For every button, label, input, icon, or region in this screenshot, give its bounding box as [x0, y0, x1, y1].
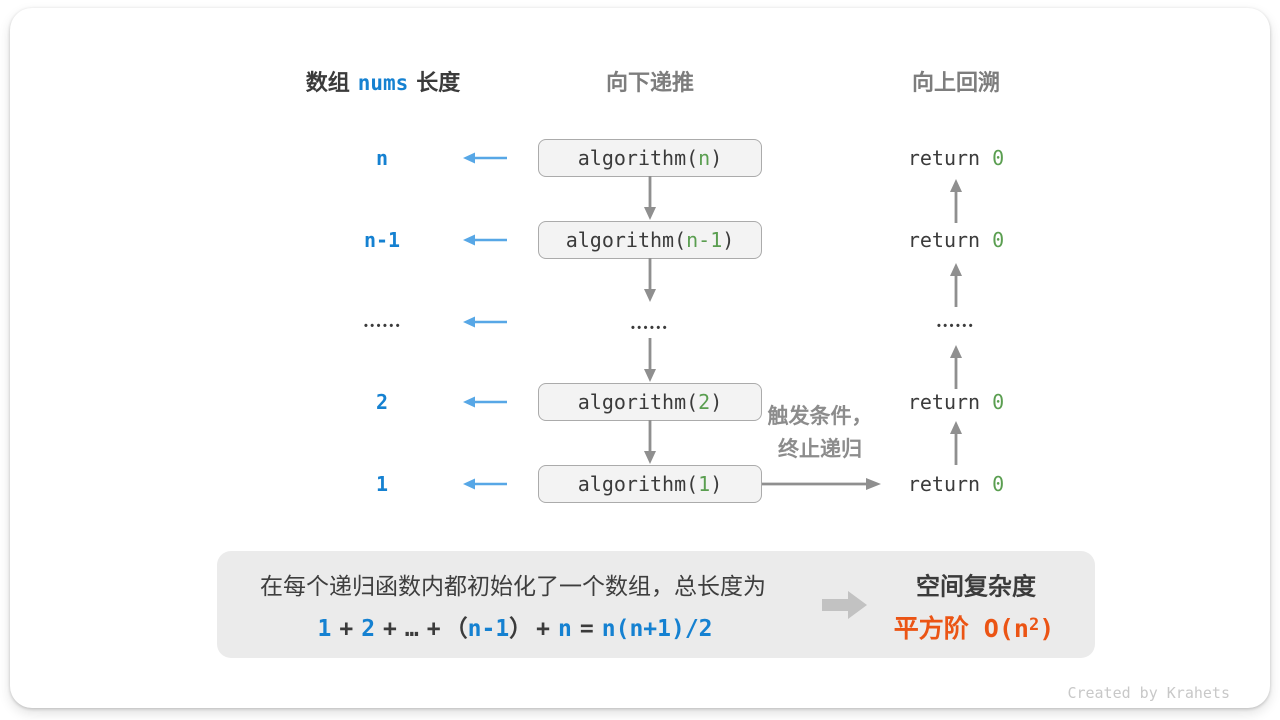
formula-operator: + [383, 616, 397, 642]
arrow-right-icon [762, 478, 881, 490]
header-length-suffix: 长度 [416, 70, 461, 95]
formula-result: n(n+1)/2 [601, 616, 713, 642]
call-fn: algorithm( [577, 146, 699, 170]
left-ellipsis-dots: •••••• [363, 320, 403, 332]
call-box-algorithm-n: algorithm(n) [538, 139, 762, 177]
return-value: 0 [992, 146, 1005, 170]
arrow-left-icon [463, 396, 507, 408]
trigger-condition-line2: 终止递归 [778, 438, 862, 461]
complexity-exponent: 2 [1028, 615, 1040, 635]
complexity-title: 空间复杂度 [916, 573, 1036, 601]
return-statement: return 0 [908, 228, 1004, 252]
formula-term: 2 [361, 616, 376, 642]
summary-text: 在每个递归函数内都初始化了一个数组，总长度为 [260, 573, 766, 599]
return-statement: return 0 [908, 146, 1004, 170]
complexity-value: 平方阶 O(n2) [894, 609, 1055, 645]
call-arg: 2 [698, 390, 711, 414]
arrow-left-icon [463, 152, 507, 164]
call-close: ) [710, 472, 723, 496]
return-keyword: return [907, 146, 993, 170]
formula-ellipsis: … [404, 616, 419, 642]
return-keyword: return [907, 472, 993, 496]
header-array-prefix: 数组 [305, 70, 350, 95]
return-keyword: return [907, 228, 993, 252]
call-box-algorithm-n-1: algorithm(n-1) [538, 221, 762, 259]
call-close: ) [710, 146, 723, 170]
length-label-1: 1 [375, 472, 389, 496]
arrow-up-icon [950, 179, 962, 223]
arrow-left-icon [463, 478, 507, 490]
arrow-up-icon [950, 263, 962, 307]
arrow-down-icon [644, 176, 656, 220]
call-arg: n-1 [686, 228, 723, 252]
arrow-down-icon [644, 258, 656, 302]
return-value: 0 [992, 228, 1005, 252]
column-header-array-length: 数组 nums 长度 [306, 65, 461, 97]
length-label-2: 2 [375, 390, 389, 414]
column-header-recurse-down: 向下递推 [605, 70, 695, 95]
summary-box [217, 551, 1095, 658]
call-arg: 1 [698, 472, 711, 496]
call-fn: algorithm( [577, 472, 699, 496]
return-statement: return 0 [908, 390, 1004, 414]
column-header-backtrack-up: 向上回溯 [911, 70, 1001, 95]
arrow-down-icon [644, 420, 656, 464]
summary-formula: 1+2+…+（n-1）+n=n(n+1)/2 [313, 609, 716, 643]
formula-term: 1 [317, 616, 332, 642]
call-fn: algorithm( [577, 390, 699, 414]
formula-term: n-1 [467, 616, 510, 642]
formula-operator: + [536, 616, 551, 642]
call-fn: algorithm( [565, 228, 687, 252]
formula-paren-open: （ [444, 616, 468, 642]
block-arrow-right-icon [822, 591, 867, 619]
call-close: ) [710, 390, 723, 414]
call-arg: n [698, 146, 711, 170]
return-statement: return 0 [908, 472, 1004, 496]
return-value: 0 [992, 472, 1005, 496]
arrow-up-icon [950, 345, 962, 389]
credit-text: Created by Krahets [1067, 684, 1230, 702]
arrow-up-icon [950, 421, 962, 465]
return-keyword: return [907, 390, 993, 414]
complexity-paren-close: ) [1039, 614, 1055, 643]
formula-operator: + [339, 616, 354, 642]
formula-equals: = [579, 616, 594, 642]
call-box-algorithm-2: algorithm(2) [538, 383, 762, 421]
arrow-down-icon [644, 338, 656, 382]
figure-card: 数组 nums 长度 向下递推 向上回溯 n n-1 •••••• 2 1 algo… [10, 8, 1270, 708]
middle-ellipsis-dots: •••••• [630, 322, 670, 334]
arrow-left-icon [463, 316, 507, 328]
call-close: ) [722, 228, 735, 252]
return-value: 0 [992, 390, 1005, 414]
formula-term: n [558, 616, 572, 642]
header-nums-code: nums [357, 71, 409, 95]
formula-paren-close: ） [509, 616, 533, 642]
right-ellipsis-dots: •••••• [936, 320, 976, 332]
formula-operator: + [426, 616, 441, 642]
trigger-condition-line1: 触发条件， [767, 405, 873, 428]
length-label-n: n [375, 146, 389, 170]
length-label-n-1: n-1 [363, 228, 401, 252]
call-box-algorithm-1: algorithm(1) [538, 465, 762, 503]
arrow-left-icon [463, 234, 507, 246]
complexity-label: 平方阶 O(n [893, 614, 1029, 643]
